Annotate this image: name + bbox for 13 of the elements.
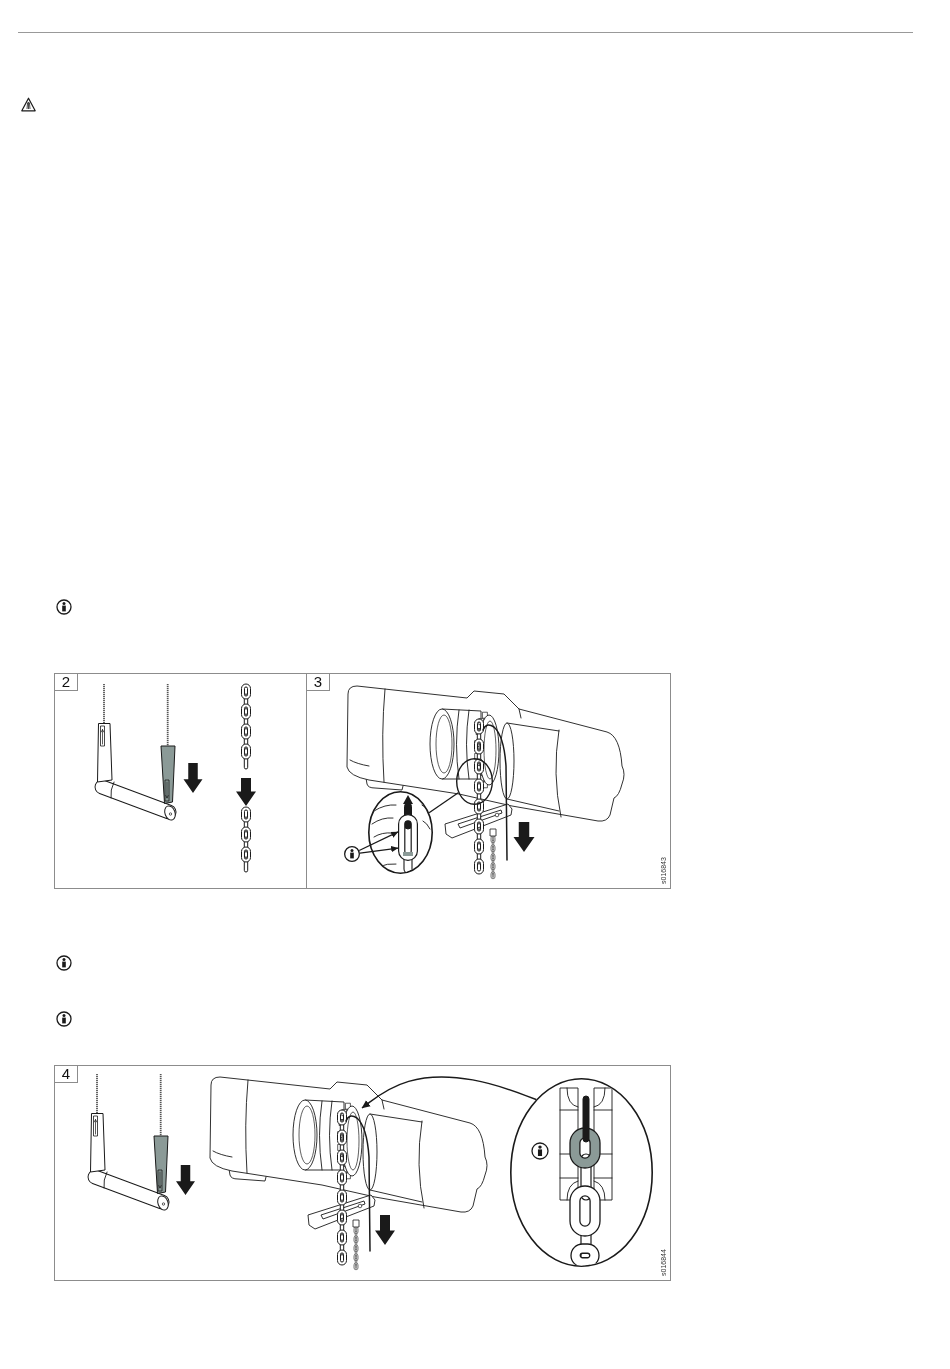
panel-number: 2 [55,674,78,691]
figure-panel [54,1065,671,1281]
magnifier-circle [456,758,493,805]
figure-panel [306,673,671,889]
figure-panel [54,673,307,889]
info-icon [344,846,360,862]
panel-number: 3 [307,674,330,691]
panel-number: 4 [55,1066,78,1083]
detail-view [510,1078,653,1267]
pointer-arrow [359,845,399,854]
curved-arrow [361,1076,537,1109]
pointer-arrow [358,831,399,852]
leader-line [428,792,459,814]
